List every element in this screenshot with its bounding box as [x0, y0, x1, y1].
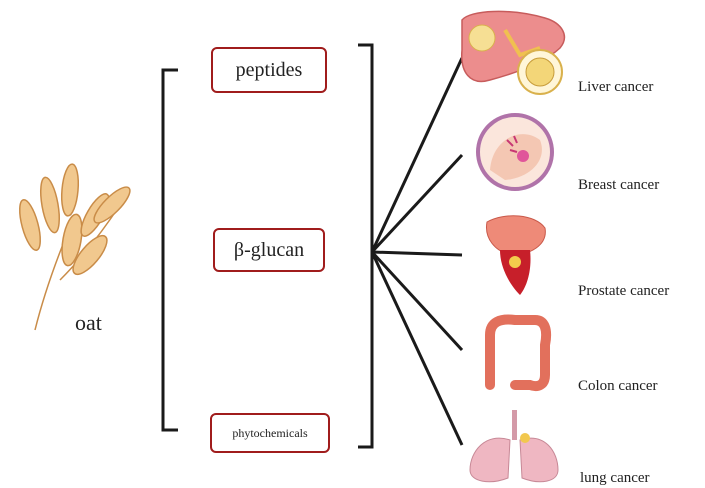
- breast-cancer-label: Breast cancer: [578, 177, 659, 194]
- breast-icon: [478, 115, 552, 189]
- liver-cancer-label: Liver cancer: [578, 79, 653, 96]
- prostate-cancer-label: Prostate cancer: [578, 283, 669, 300]
- colon-cancer-label: Colon cancer: [578, 378, 658, 395]
- lung-cancer-label: lung cancer: [580, 470, 650, 487]
- liver-icon: [462, 11, 565, 94]
- prostate-icon: [487, 216, 546, 295]
- colon-icon: [490, 320, 546, 387]
- lungs-icon: [470, 410, 558, 482]
